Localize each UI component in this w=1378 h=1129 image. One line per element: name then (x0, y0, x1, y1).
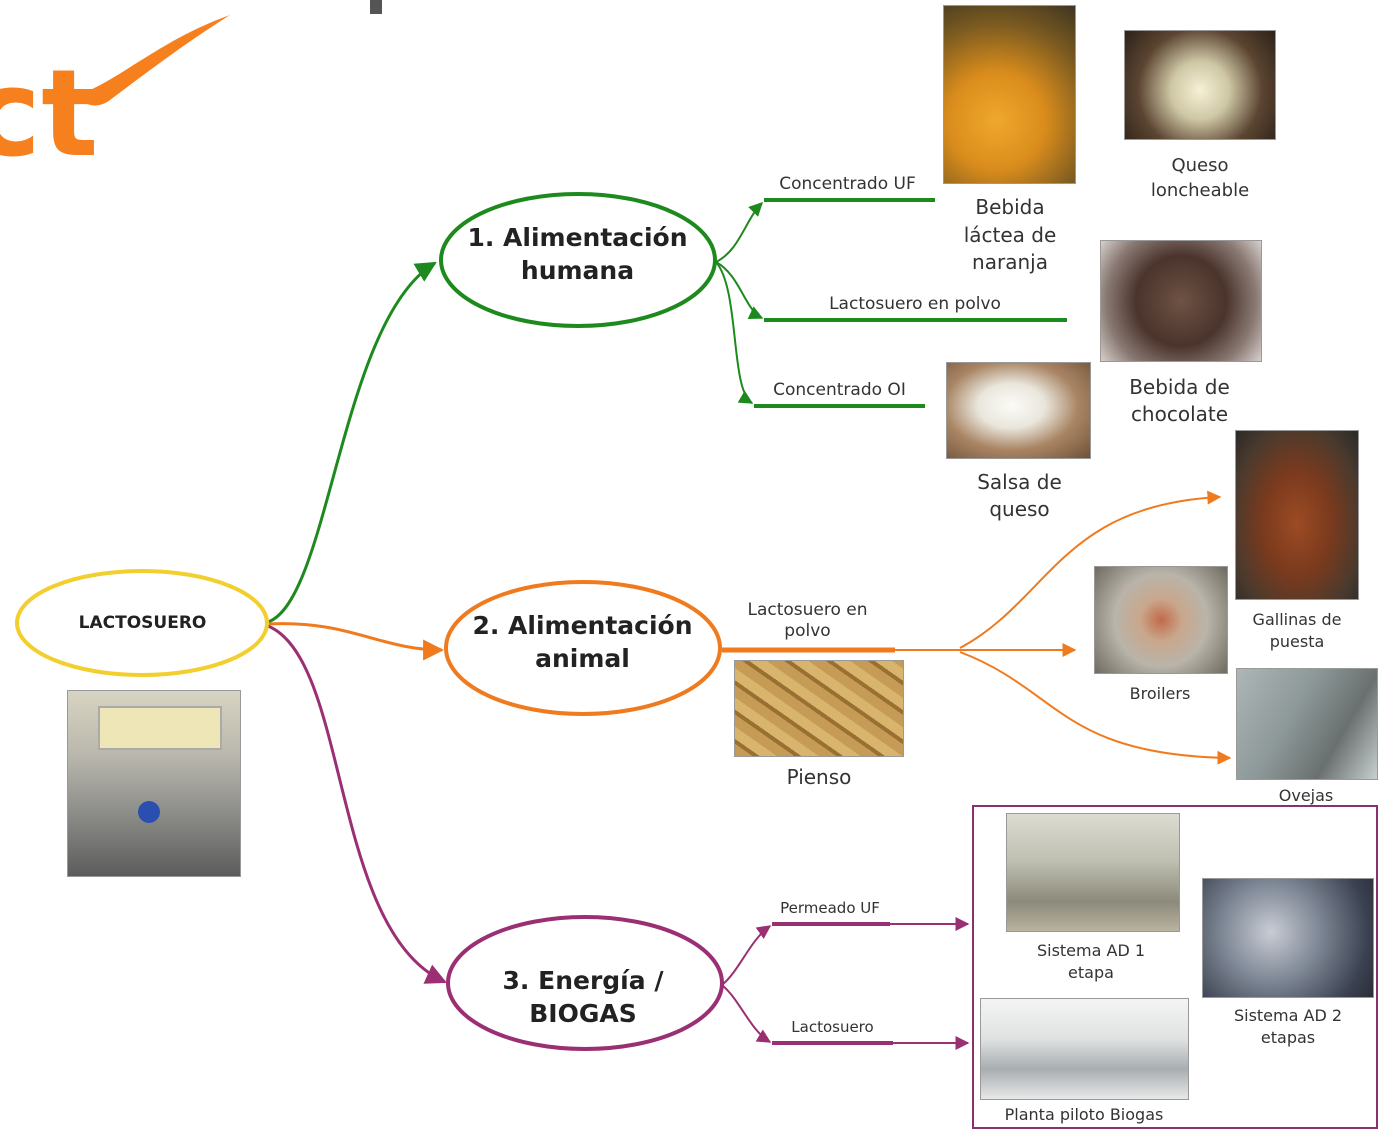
root-label: LACTOSUERO (78, 613, 207, 633)
photo-ovejas (1236, 668, 1378, 780)
photo-salsa-queso (946, 362, 1091, 459)
edge-lactosuero-polvo-human (715, 261, 764, 319)
photo-broilers (1094, 566, 1228, 674)
energy-node (446, 915, 724, 1051)
animal-node (444, 580, 722, 716)
edge-root-human (267, 261, 437, 624)
photo-bebida-chocolate (1100, 240, 1262, 362)
label-broilers: Broilers (1129, 684, 1191, 703)
edge-label-concentrado-uf: Concentrado UF (779, 174, 916, 194)
label-bebida-chocolate: Bebida de chocolate (1129, 375, 1230, 426)
photo-planta-piloto (980, 998, 1189, 1100)
edge-lactosuero-energy (721, 984, 772, 1043)
label-queso-loncheable: Queso loncheable (1150, 155, 1250, 202)
edge-root-animal (267, 622, 445, 661)
label-sistema-ad2: Sistema AD 2 etapas (1233, 1006, 1343, 1048)
edge-label-lactosuero-polvo-human: Lactosuero en polvo (829, 294, 1001, 314)
label-pienso: Pienso (786, 765, 852, 789)
photo-tank (67, 690, 241, 877)
photo-sistema-ad2 (1202, 878, 1374, 998)
label-planta-piloto: Planta piloto Biogas (1004, 1105, 1164, 1124)
edge-label-permeado-uf: Permeado UF (780, 899, 880, 917)
label-bebida-naranja: Bebida láctea de naranja (963, 195, 1057, 275)
edge-label-concentrado-oi: Concentrado OI (773, 380, 906, 400)
edge-label-lactosuero-polvo-animal: Lactosuero en polvo (747, 600, 868, 642)
edge-gallinas (959, 490, 1222, 649)
edge-permeado-uf (721, 925, 772, 986)
human-node (439, 192, 717, 328)
root-node (15, 569, 269, 677)
edge-ovejas (959, 651, 1232, 765)
energy-title: 3. Energía / BIOGAS (502, 966, 664, 1028)
logo: ct (0, 0, 382, 184)
edge-concentrado-uf (715, 202, 763, 263)
edge-label-lactosuero-energy: Lactosuero (791, 1018, 874, 1036)
label-sistema-ad1: Sistema AD 1 etapa (1036, 941, 1146, 983)
label-salsa-queso: Salsa de queso (977, 470, 1062, 521)
photo-queso-loncheable (1124, 30, 1276, 140)
edge-concentrado-oi (715, 261, 754, 404)
photo-pienso (734, 660, 904, 757)
label-ovejas: Ovejas (1278, 786, 1334, 805)
photo-bebida-naranja (943, 5, 1076, 184)
animal-title: 2. Alimentación animal (472, 611, 693, 673)
svg-text:ct: ct (0, 45, 99, 184)
label-gallinas: Gallinas de puesta (1252, 610, 1342, 652)
edge-root-energy (267, 624, 447, 984)
photo-gallinas (1235, 430, 1359, 600)
photo-sistema-ad1 (1006, 813, 1180, 932)
human-title: 1. Alimentación humana (467, 223, 688, 285)
